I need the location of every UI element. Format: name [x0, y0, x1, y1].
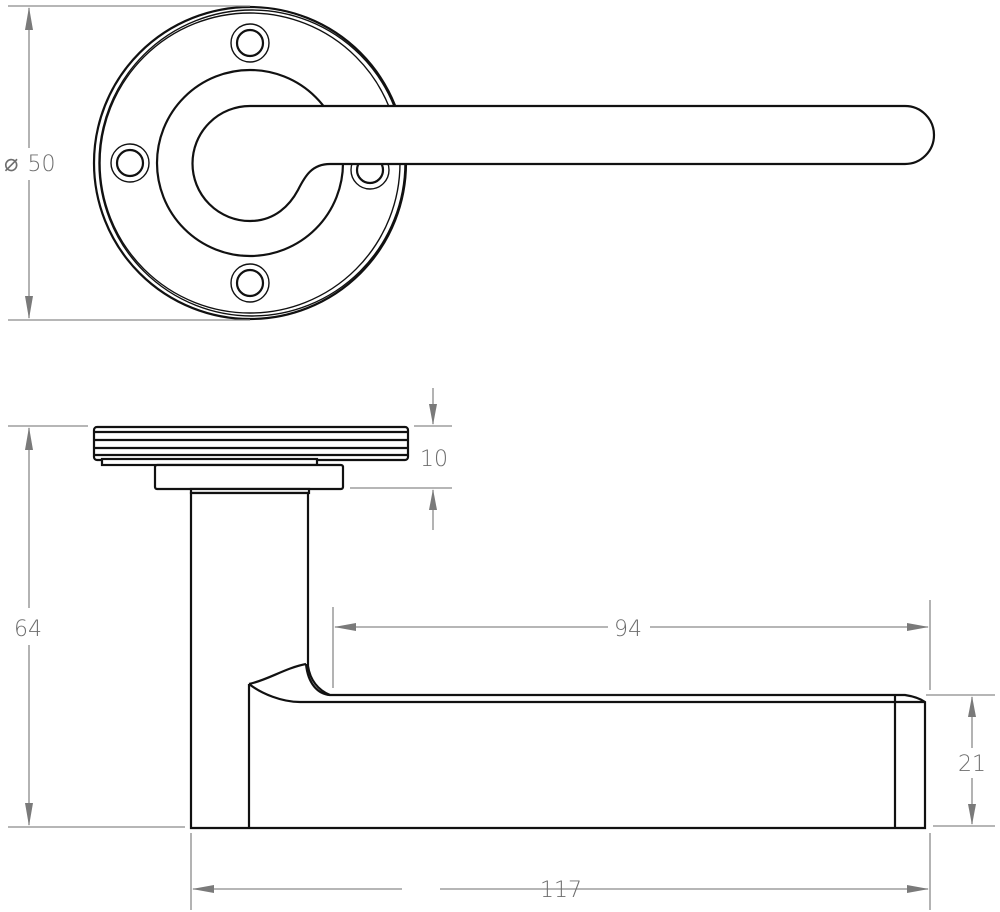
side-view — [92, 425, 927, 830]
rose-threaded-edge — [92, 425, 410, 462]
lever-height-dimension: 21 — [926, 694, 995, 827]
neck-fillet-curve — [248, 662, 307, 686]
front-view — [92, 5, 936, 321]
diameter-dimension: ⌀ 50 — [4, 5, 250, 321]
height-dimension: 64 — [8, 425, 185, 828]
diameter-symbol: ⌀ — [4, 149, 18, 177]
thickness-dimension: 10 — [350, 388, 452, 530]
lever-neck-profile — [189, 491, 927, 830]
screw-hole-top — [230, 23, 270, 63]
diameter-value: 50 — [27, 152, 55, 177]
neck-fillet-inner — [304, 663, 331, 697]
projection-dimension: 117 — [190, 833, 931, 910]
projection-label: 117 — [540, 878, 582, 903]
rose-boss — [153, 463, 345, 491]
thickness-label: 10 — [420, 447, 448, 472]
lever-height-label: 21 — [958, 752, 986, 777]
screw-hole-left — [110, 143, 150, 183]
height-label: 64 — [14, 617, 42, 642]
lever-length-dimension: 94 — [332, 600, 931, 690]
lever-arm-front — [191, 104, 936, 223]
neck-fillet-curve-lower — [248, 683, 301, 704]
lever-length-label: 94 — [614, 617, 642, 642]
svg-text:⌀ 50: ⌀ 50 — [4, 149, 55, 177]
screw-hole-bottom — [230, 263, 270, 303]
